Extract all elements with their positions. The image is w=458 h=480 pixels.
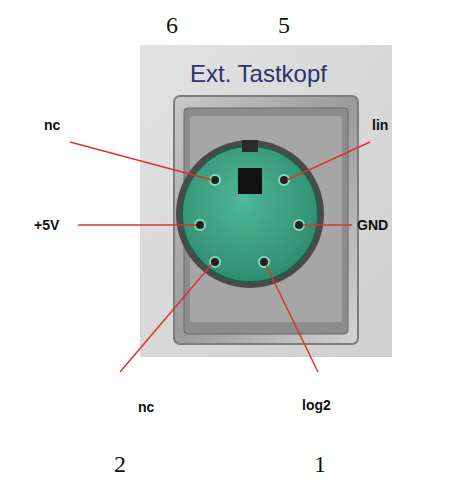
pin-number: 2 — [114, 452, 126, 476]
socket-shell — [174, 96, 358, 344]
signal-name: lin — [372, 118, 388, 132]
leader-lines — [70, 142, 370, 372]
connector-body — [182, 146, 318, 282]
panel — [140, 45, 392, 357]
signal-name: log2 — [302, 398, 331, 412]
pin-number: 6 — [166, 13, 178, 37]
panel-inscription: Ext. Tastkopf — [190, 62, 327, 86]
signal-name: +5V — [34, 218, 59, 232]
socket-ring — [176, 140, 324, 288]
pin-holes — [195, 175, 304, 267]
signal-name: GND — [357, 218, 388, 232]
signal-name: nc — [138, 400, 154, 414]
key-square — [238, 168, 262, 194]
signal-name: nc — [44, 118, 60, 132]
pin-number: 1 — [314, 452, 326, 476]
key-notch — [242, 140, 258, 152]
pin-number: 5 — [278, 13, 290, 37]
